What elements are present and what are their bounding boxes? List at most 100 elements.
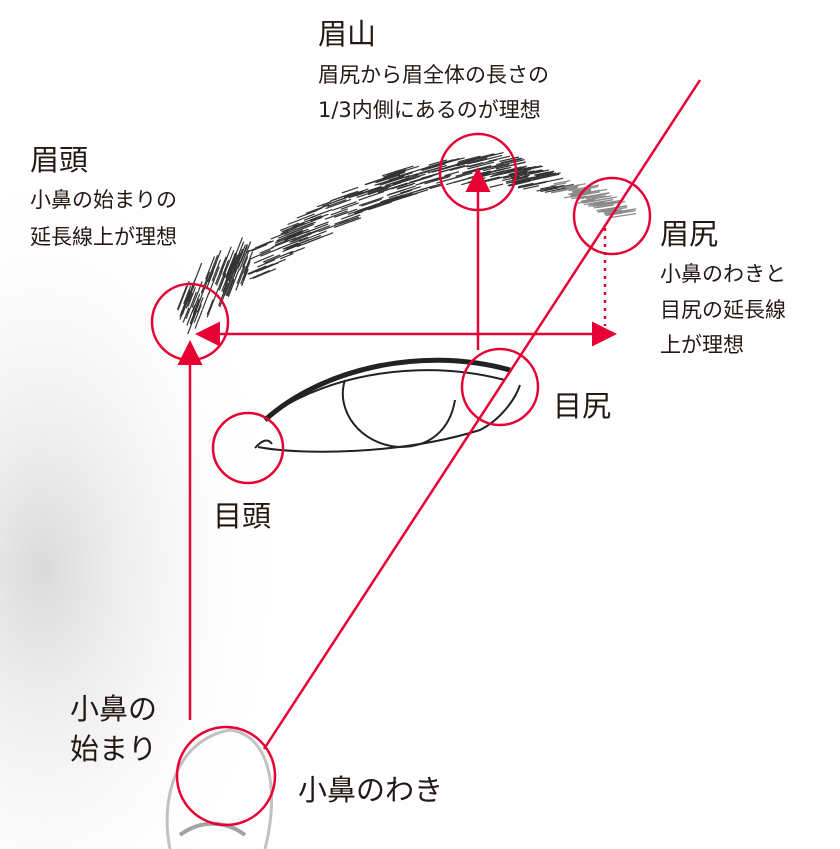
eyebrow-hair-stroke [382, 182, 409, 192]
label-nose-start-2: 始まり [70, 732, 158, 766]
eyebrow-hair-stroke [583, 199, 614, 206]
eyebrow-hair-stroke [570, 189, 600, 197]
eyebrow-hair-stroke [578, 194, 602, 200]
eyebrow-hair-stroke [348, 189, 373, 199]
eyebrow-hair-stroke [388, 185, 416, 196]
eyebrow-hair-stroke [176, 285, 188, 310]
eyebrow-hair-stroke [314, 221, 329, 228]
label-eye-outer: 目尻 [553, 389, 612, 423]
eyebrow-hair-stroke [394, 165, 420, 175]
eyebrow-hair-stroke [201, 292, 210, 310]
eyebrow-hair-stroke [307, 225, 331, 235]
eyebrow-hair-stroke [382, 171, 399, 178]
eyebrow-hair-stroke [380, 182, 402, 190]
eyebrow-hair-stroke [374, 179, 392, 186]
eyebrow-hair-stroke [226, 278, 235, 297]
eyebrow-hair-stroke [298, 230, 327, 243]
desc-brow-peak-1: 眉尻から眉全体の長さの [318, 63, 549, 87]
circle-eye-outer [460, 347, 540, 427]
eyebrow-hair-stroke [262, 254, 281, 263]
eyebrow-hair-stroke [206, 299, 214, 315]
eyebrow-hair-stroke [325, 198, 352, 210]
eyebrow-sketch [176, 151, 637, 335]
eyebrow-hair-stroke [219, 256, 227, 273]
eyebrow-hair-stroke [193, 304, 202, 324]
eyebrow-hair-stroke [227, 267, 235, 281]
eyebrow-hair-stroke [232, 241, 245, 269]
eyebrow-hair-stroke [382, 170, 399, 177]
eyebrow-hair-stroke [496, 165, 528, 174]
eyebrow-hair-stroke [333, 208, 358, 218]
eyebrow-hair-stroke [343, 188, 369, 198]
eyebrow-hair-stroke [376, 174, 401, 183]
eyebrow-hair-stroke [274, 239, 289, 246]
eyebrow-hair-stroke [327, 199, 347, 207]
eyebrow-hair-stroke [182, 307, 190, 323]
eyebrow-hair-stroke [333, 191, 364, 203]
eyebrow-hair-stroke [510, 161, 526, 166]
eyebrow-hair-stroke [608, 213, 636, 219]
eyebrow-hair-stroke [444, 171, 460, 177]
eyebrow-hair-stroke [356, 187, 384, 199]
eyebrow-hair-stroke [522, 165, 543, 172]
eyebrow-hair-stroke [517, 181, 543, 189]
eyebrow-hair-stroke [259, 246, 274, 254]
eyebrow-hair-stroke [578, 192, 610, 199]
eyebrow-hair-stroke [279, 222, 300, 232]
eyebrow-hair-stroke [388, 171, 414, 181]
eyebrow-hair-stroke [385, 195, 406, 203]
eyebrow-hair-stroke [605, 210, 636, 216]
eyebrow-hair-stroke [270, 231, 289, 240]
eyebrow-hair-stroke [439, 157, 460, 165]
label-nose-side: 小鼻のわき [298, 773, 444, 807]
eyebrow-hair-stroke [207, 279, 215, 295]
eyebrow-hair-stroke [398, 173, 426, 183]
eyebrow-hair-stroke [185, 291, 197, 319]
eyebrow-hair-stroke [177, 280, 190, 311]
eyebrow-hair-stroke [429, 184, 444, 190]
eyebrow-hair-stroke [200, 271, 211, 294]
eyebrow-hair-stroke [209, 250, 222, 279]
eyebrow-hair-stroke [534, 170, 555, 176]
eyebrow-hair-stroke [580, 195, 612, 202]
eyebrow-hair-stroke [557, 184, 573, 189]
eyebrow-hair-stroke [570, 191, 600, 198]
eyebrow-hair-stroke [253, 254, 274, 264]
eyebrow-hair-stroke [278, 229, 298, 239]
eyebrow-hair-stroke [264, 250, 294, 264]
eyebrow-hair-stroke [241, 268, 249, 287]
eyebrow-hair-stroke [401, 174, 419, 181]
eyebrow-hair-stroke [332, 192, 353, 201]
label-brow-head: 眉頭 [30, 143, 89, 177]
diagonal-guide-line [262, 79, 702, 750]
eyebrow-hair-stroke [381, 196, 398, 203]
eyebrow-hair-stroke [361, 198, 382, 207]
eyebrow-hair-stroke [405, 175, 433, 186]
eyebrow-hair-stroke [179, 298, 188, 317]
eyebrow-hair-stroke [400, 186, 422, 194]
eyebrow-hair-stroke [242, 261, 251, 281]
eyebrow-hair-stroke [528, 173, 560, 182]
eyebrow-hair-stroke [295, 234, 322, 246]
eyebrow-hair-stroke [249, 249, 271, 260]
eyebrow-hair-stroke [282, 243, 301, 253]
eyebrow-hair-stroke [341, 186, 359, 194]
eyebrow-hair-stroke [205, 256, 216, 280]
eyebrow-hair-stroke [307, 207, 323, 214]
eyebrow-hair-stroke [274, 236, 292, 244]
eyebrow-hair-stroke [241, 249, 250, 268]
eyebrow-hair-stroke [292, 231, 311, 241]
eyebrow-hair-stroke [397, 182, 416, 190]
label-brow-peak: 眉山 [318, 17, 377, 51]
eyebrow-hair-stroke [305, 204, 330, 215]
eyebrow-hair-stroke [367, 187, 389, 196]
eyebrow-hair-stroke [280, 253, 294, 260]
eyebrow-hair-stroke [528, 169, 544, 175]
eyebrow-hair-stroke [358, 196, 384, 207]
eyebrow-hair-stroke [243, 251, 254, 274]
eyebrow-hair-stroke [515, 178, 532, 184]
eyebrow-hair-stroke [228, 261, 241, 289]
eyebrow-hair-stroke [577, 199, 594, 204]
eyebrow-hair-stroke [597, 204, 615, 209]
